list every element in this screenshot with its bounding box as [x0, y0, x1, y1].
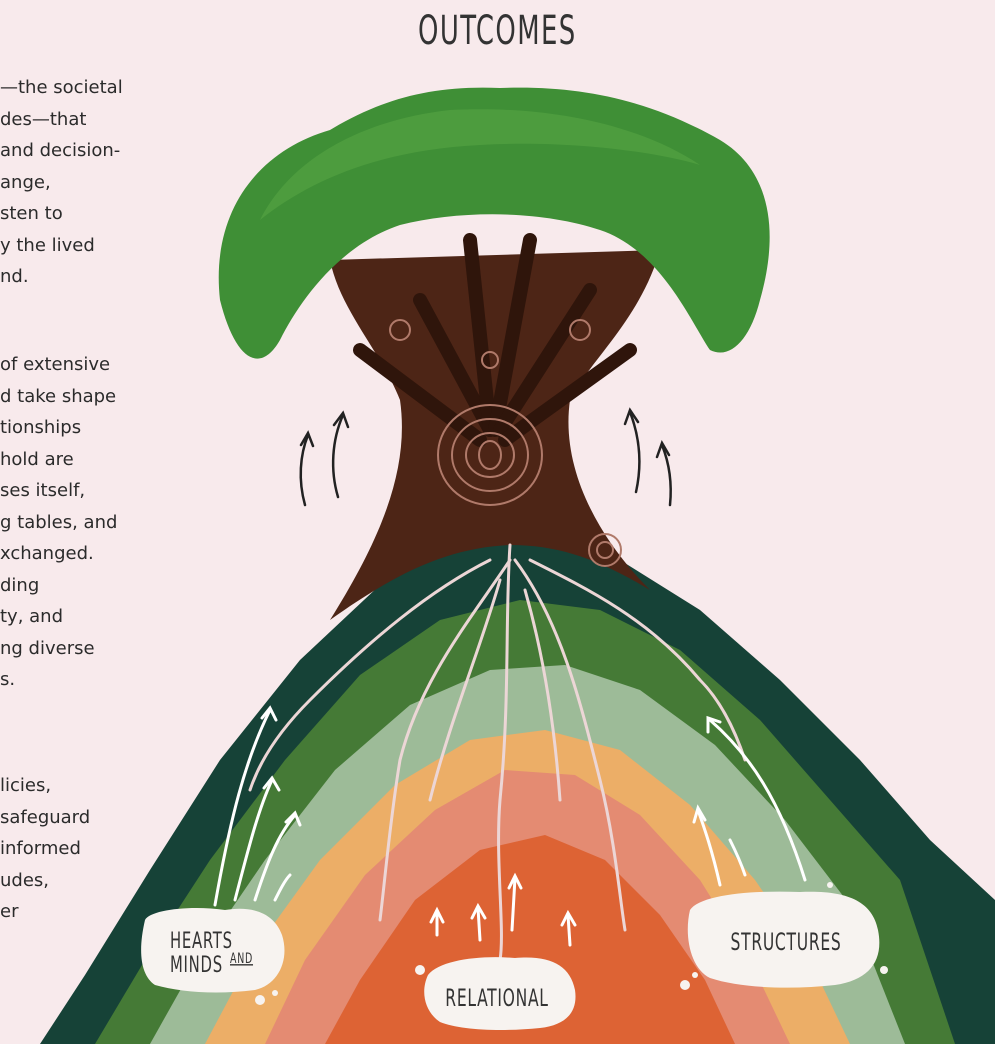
and-label: AND [230, 951, 253, 967]
hearts-label: HEARTS [170, 928, 233, 954]
minds-label: MINDS [170, 952, 223, 978]
structures-label: STRUCTURES [731, 928, 842, 956]
relational-label: RELATIONAL [445, 984, 548, 1012]
